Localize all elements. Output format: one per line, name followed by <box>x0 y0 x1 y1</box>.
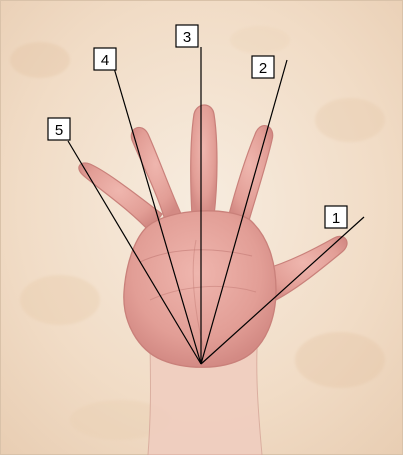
label-box-3: 3 <box>176 25 198 47</box>
label-1: 1 <box>332 210 340 227</box>
label-box-4: 4 <box>94 48 116 70</box>
label-box-1: 1 <box>325 206 347 228</box>
label-3: 3 <box>183 29 191 46</box>
label-4: 4 <box>101 52 109 69</box>
label-box-5: 5 <box>48 118 70 140</box>
finger-middle <box>191 105 217 216</box>
label-2: 2 <box>259 60 267 77</box>
palm <box>124 211 276 367</box>
label-box-2: 2 <box>252 56 274 78</box>
label-5: 5 <box>55 122 63 139</box>
